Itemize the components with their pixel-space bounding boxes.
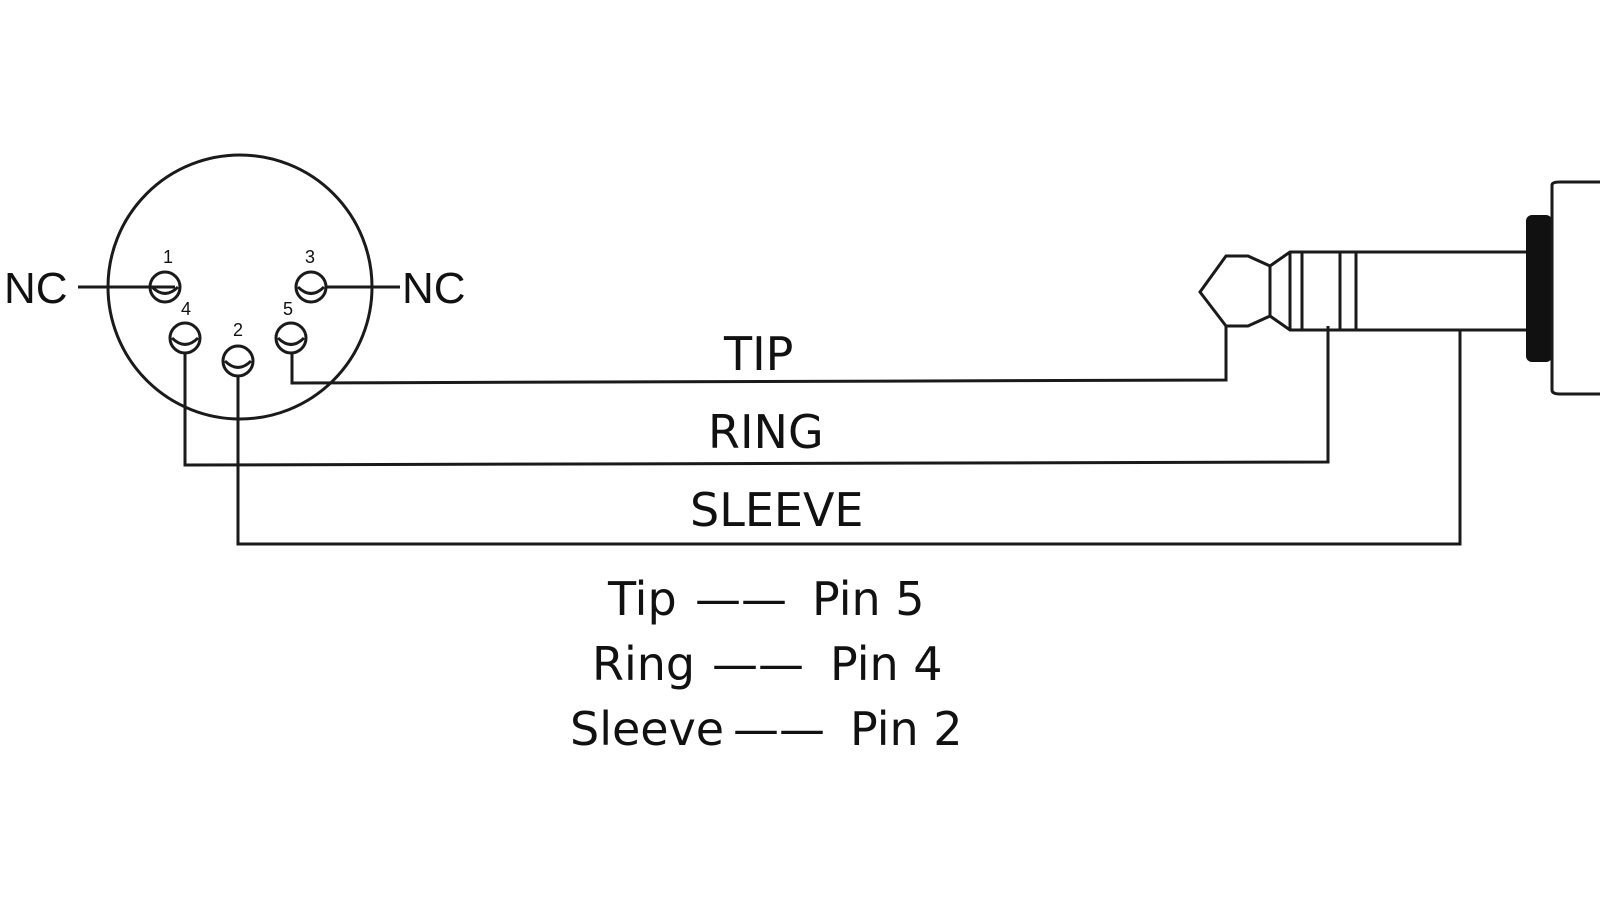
sleeve-wire xyxy=(236,330,1462,546)
legend-row-tip-dash: —— xyxy=(695,572,787,626)
trs-plug xyxy=(1198,180,1600,396)
pin-3-number: 3 xyxy=(305,247,315,267)
plug-shaft xyxy=(1269,250,1530,332)
legend-row-tip-pin: Pin 5 xyxy=(812,572,925,626)
tip-wire xyxy=(290,326,1228,385)
legend-row-ring-signal: Ring xyxy=(592,637,695,691)
legend-row-sleeve-signal: Sleeve xyxy=(570,702,724,756)
pin-4: 4 xyxy=(168,299,202,355)
legend-row-ring-dash: —— xyxy=(712,637,804,691)
pin-4-number: 4 xyxy=(181,299,191,319)
pin-legend: Tip —— Pin 5 Ring —— Pin 4 Sleeve —— Pin… xyxy=(570,572,963,756)
legend-row-sleeve-dash: —— xyxy=(733,702,825,756)
pin-3: 3 xyxy=(294,247,328,304)
pin-1-number: 1 xyxy=(163,247,173,267)
plug-tip xyxy=(1198,254,1272,328)
nc-right-label: NC xyxy=(402,264,466,313)
sleeve-label: SLEEVE xyxy=(690,483,864,537)
legend-row-tip-signal: Tip xyxy=(607,572,677,626)
legend-row-sleeve-pin: Pin 2 xyxy=(850,702,963,756)
pin-1: 1 xyxy=(148,247,182,304)
tip-label: TIP xyxy=(723,327,793,381)
pin-5: 5 xyxy=(274,299,308,355)
pin-2: 2 xyxy=(221,320,255,378)
ring-label: RING xyxy=(708,405,824,459)
legend-row-ring-pin: Pin 4 xyxy=(830,637,943,691)
plug-handle xyxy=(1550,180,1600,396)
pin-5-number: 5 xyxy=(283,299,293,319)
nc-left-label: NC xyxy=(4,264,68,313)
plug-knurled-ring xyxy=(1526,215,1552,362)
pin-2-number: 2 xyxy=(233,320,243,340)
ring-wire xyxy=(183,326,1330,467)
